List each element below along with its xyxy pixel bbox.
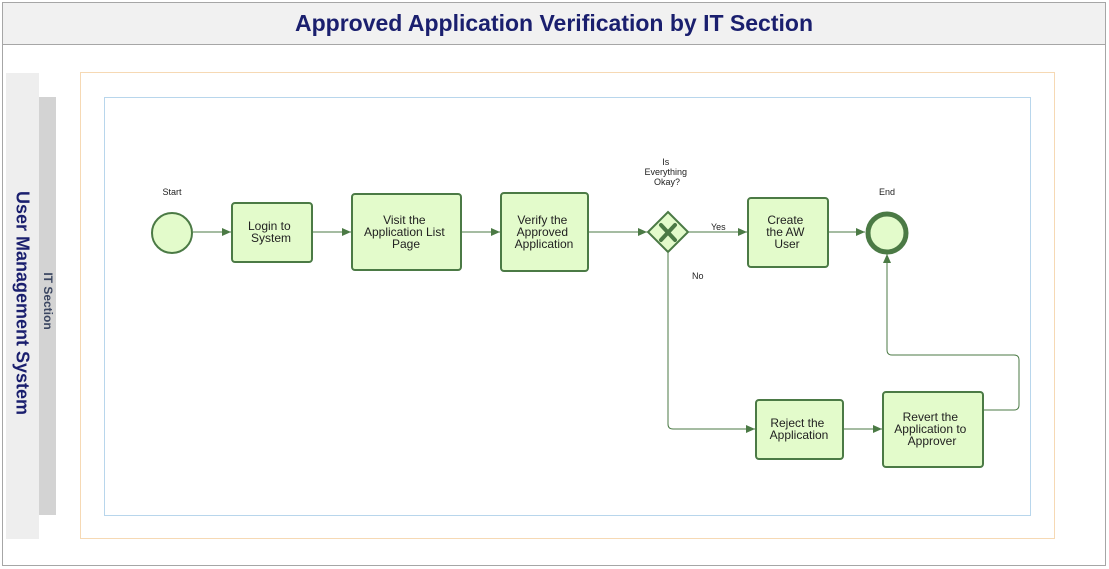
task-reject-line-1: Reject the — [770, 416, 824, 430]
flow-revert-to-end — [883, 254, 1020, 411]
task-verify-line-2: Approved — [517, 225, 568, 239]
task-login-to-system[interactable]: Login to System — [231, 202, 313, 263]
task-verify-line-1: Verify the — [517, 213, 567, 227]
svg-text:Create the AW User: Create the AW User — [766, 213, 808, 251]
start-event[interactable] — [151, 212, 193, 254]
task-create-line-2: the AW — [766, 225, 805, 239]
task-revert-line-1: Revert the — [903, 410, 959, 424]
gateway-question: Is Everything Okay? — [644, 157, 689, 187]
pool-header — [6, 73, 39, 539]
task-verify-line-3: Application — [515, 237, 574, 251]
task-reject-line-2: Application — [770, 428, 829, 442]
lane-header — [39, 97, 56, 515]
task-reject-application[interactable]: Reject the Application — [755, 399, 844, 460]
task-visit-line-1: Visit the — [383, 213, 426, 227]
task-verify-approved-application[interactable]: Verify the Approved Application — [500, 192, 589, 272]
gateway-question-line-3: Okay? — [654, 177, 680, 187]
task-create-line-3: User — [774, 237, 799, 251]
end-event[interactable] — [865, 211, 909, 255]
gateway-no-label: No — [692, 271, 704, 281]
x-icon — [659, 223, 677, 242]
start-event-label: Start — [162, 187, 182, 197]
svg-text:Revert the Application t: Revert the Application to Approver — [894, 410, 969, 448]
task-revert-line-3: Approver — [908, 434, 957, 448]
task-login-line-1: Login to — [248, 219, 291, 233]
task-create-line-1: Create — [767, 213, 803, 227]
task-visit-application-list[interactable]: Visit the Application List Page — [351, 193, 462, 271]
task-visit-line-3: Page — [392, 237, 420, 251]
task-create-aw-user[interactable]: Create the AW User — [747, 197, 829, 268]
title-bar: Approved Application Verification by IT … — [3, 3, 1105, 45]
gateway-yes-label: Yes — [711, 222, 726, 232]
gateway-question-line-1: Is — [662, 157, 670, 167]
svg-text:Login to System: Login to System — [248, 219, 294, 245]
end-event-label: End — [879, 187, 895, 197]
task-login-line-2: System — [251, 231, 291, 245]
lane-container — [104, 97, 1031, 516]
pool-container — [80, 72, 1055, 539]
diagram-title: Approved Application Verification by IT … — [295, 10, 813, 36]
svg-text:Reject the Application: Reject the Application — [770, 416, 829, 442]
task-revert-line-2: Application to — [894, 422, 966, 436]
exclusive-gateway[interactable] — [646, 210, 690, 254]
svg-text:Visit the Application Li: Visit the Application List Page — [364, 213, 448, 251]
gateway-question-line-2: Everything — [644, 167, 687, 177]
svg-text:Verify the Approved: Verify the Approved Application — [515, 213, 574, 251]
task-revert-to-approver[interactable]: Revert the Application to Approver — [882, 391, 984, 468]
flow-gateway-no — [667, 253, 755, 433]
task-visit-line-2: Application List — [364, 225, 445, 239]
